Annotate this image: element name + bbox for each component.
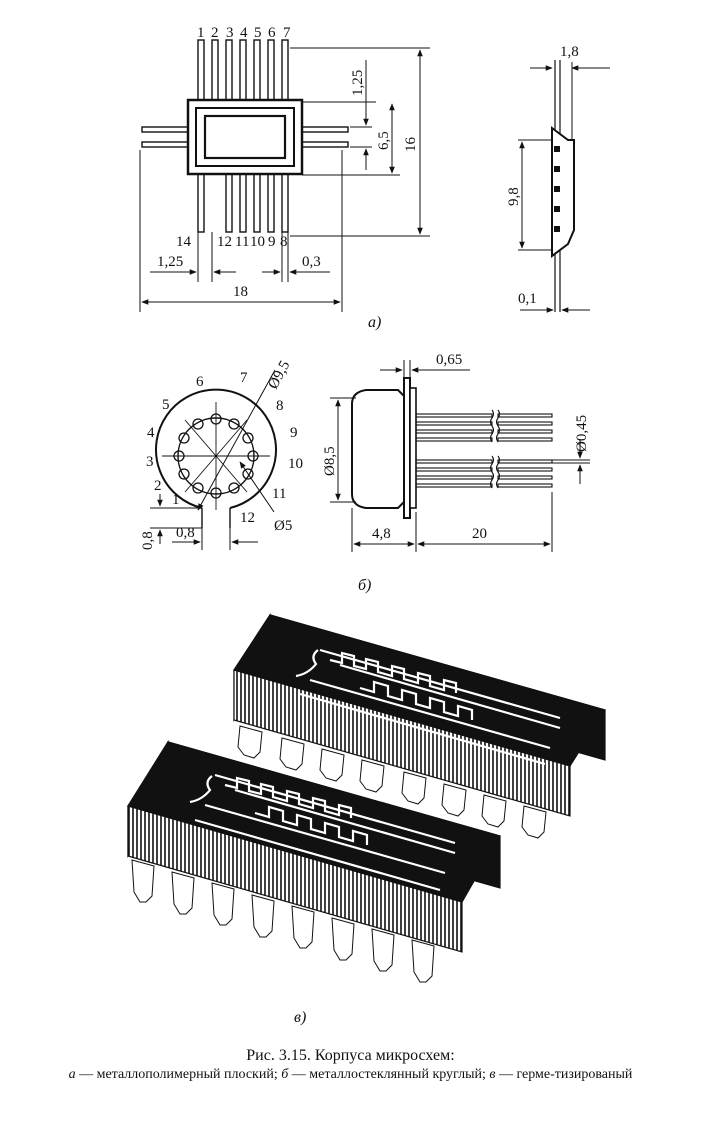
dim-label: 20 <box>472 526 487 542</box>
dim-label: Ø8,5 <box>322 446 338 476</box>
dip-package-front <box>127 739 501 983</box>
dim-label: 0,65 <box>436 352 462 368</box>
dip-packages-illustration <box>127 612 606 983</box>
dim-label: 16 <box>403 137 419 153</box>
caption-title: Рис. 3.15. Корпуса микросхем: <box>246 1047 455 1064</box>
figure-a-label: а) <box>368 314 381 331</box>
flat-package-body <box>186 98 304 176</box>
pin-label: 1 <box>197 25 205 41</box>
round-package-body <box>351 389 405 509</box>
dim-label: 4,8 <box>372 526 391 542</box>
dim-label: 1,8 <box>560 44 579 60</box>
dim-label: Ø5 <box>274 518 292 534</box>
pin-label: 10 <box>288 456 303 472</box>
pin-label: 4 <box>240 25 248 41</box>
pin-label: 1 <box>172 492 180 508</box>
dim-label: 0,1 <box>518 291 537 307</box>
dim-label: 0,3 <box>302 254 321 270</box>
dim-label: 1,25 <box>157 254 183 270</box>
pin-label: 12 <box>217 234 232 250</box>
pin-label: 2 <box>154 478 162 494</box>
figure-b-label: б) <box>358 577 371 594</box>
dip-package-rear <box>233 612 606 839</box>
caption-description: а — металлополимерный плоский; б — метал… <box>68 1067 633 1082</box>
dim-label: Ø0,45 <box>574 415 590 452</box>
pin-label: 9 <box>268 234 276 250</box>
dim-label: 0,8 <box>176 525 195 541</box>
pin-label: 14 <box>176 234 192 250</box>
pin-label: 9 <box>290 425 298 441</box>
pin-label: 6 <box>268 25 276 41</box>
pin-label: 8 <box>280 234 288 250</box>
dim-label: 1,25 <box>350 70 366 96</box>
figure-c-label: в) <box>294 1009 306 1026</box>
round-package-labels: 1 2 3 4 5 6 7 8 9 10 11 12 Ø9,5 Ø5 0,8 0… <box>140 352 590 594</box>
pin-label: 12 <box>240 510 255 526</box>
flat-package-side-view <box>518 60 610 313</box>
pin-label: 11 <box>272 486 286 502</box>
pin-label: 6 <box>196 374 204 390</box>
figure-caption: Рис. 3.15. Корпуса микросхем: а — металл… <box>0 1046 701 1084</box>
dim-label: 0,8 <box>140 531 156 550</box>
pin-label: 10 <box>250 234 265 250</box>
flat-package-labels: 1 2 3 4 5 6 7 14 12 11 10 9 8 1,25 6,5 1… <box>157 25 579 331</box>
round-package-diagram <box>150 360 590 552</box>
dim-label: 18 <box>233 284 248 300</box>
pin-label: 5 <box>162 397 170 413</box>
pin-label: 7 <box>240 370 248 386</box>
pin-label: 3 <box>146 454 154 470</box>
pin-label: 8 <box>276 398 284 414</box>
flat-package-diagram <box>139 39 610 313</box>
pin-label: 2 <box>211 25 219 41</box>
pin-label: 4 <box>147 425 155 441</box>
dim-label: Ø9,5 <box>265 358 293 392</box>
dim-label: 6,5 <box>376 131 392 150</box>
pin-label: 7 <box>283 25 291 41</box>
dim-label: 9,8 <box>506 187 522 206</box>
top-leads <box>197 39 289 103</box>
pin-label: 5 <box>254 25 262 41</box>
round-package-leads <box>415 409 553 489</box>
pin-label: 3 <box>226 25 234 41</box>
pin-label: 11 <box>235 234 249 250</box>
bottom-leads <box>197 171 289 233</box>
